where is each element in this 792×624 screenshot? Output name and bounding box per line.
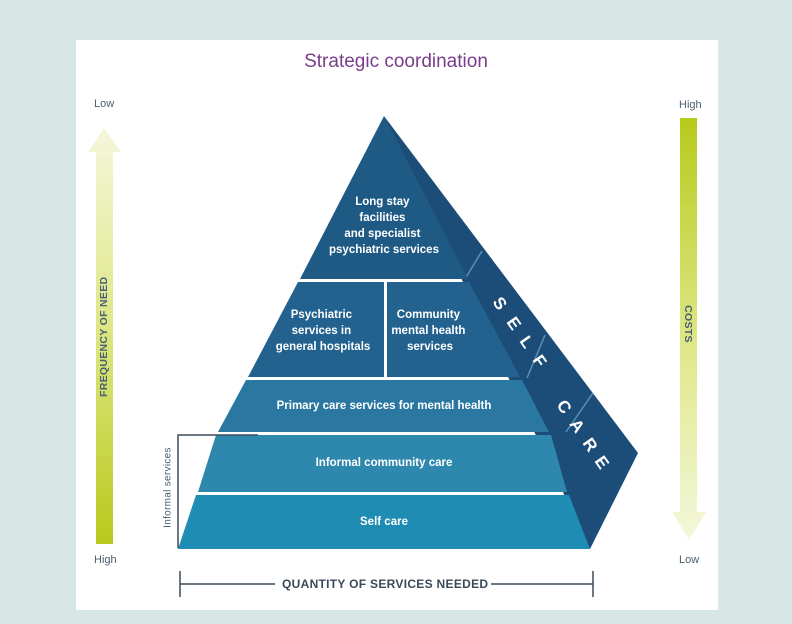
primary-care-text: Primary care services for mental health	[277, 400, 492, 412]
costs-arrow	[672, 118, 706, 540]
self-care-text: Self care	[360, 516, 408, 528]
frequency-of-need-label: FREQUENCY OF NEED	[98, 276, 110, 397]
diagram-title: Strategic coordination	[304, 51, 488, 72]
informal-services-label: Informal services	[162, 447, 174, 528]
costs-low-label: Low	[679, 554, 700, 566]
frequency-low-label: Low	[94, 98, 115, 110]
quantity-of-services-label: QUANTITY OF SERVICES NEEDED	[282, 577, 489, 591]
tier-primary-care	[218, 380, 549, 432]
costs-label: COSTS	[682, 305, 694, 343]
costs-high-label: High	[679, 99, 702, 111]
frequency-arrow	[88, 128, 121, 544]
tier-psychiatric-hospitals	[248, 282, 384, 377]
informal-services-bracket	[177, 434, 258, 548]
informal-community-text: Informal community care	[316, 457, 453, 469]
tier-community-mental-health	[387, 282, 520, 377]
community-mental-health-text: Community mental health services	[391, 309, 468, 353]
tier-self-care	[178, 495, 590, 549]
tier-long-stay	[300, 116, 468, 279]
frequency-high-label: High	[94, 554, 117, 566]
long-stay-text: Long stay facilities and specialist psyc…	[329, 196, 439, 256]
self-care-side-face	[384, 116, 638, 549]
tier-informal-community	[198, 435, 567, 492]
psychiatric-hospitals-text: Psychiatric services in general hospital…	[276, 309, 371, 353]
